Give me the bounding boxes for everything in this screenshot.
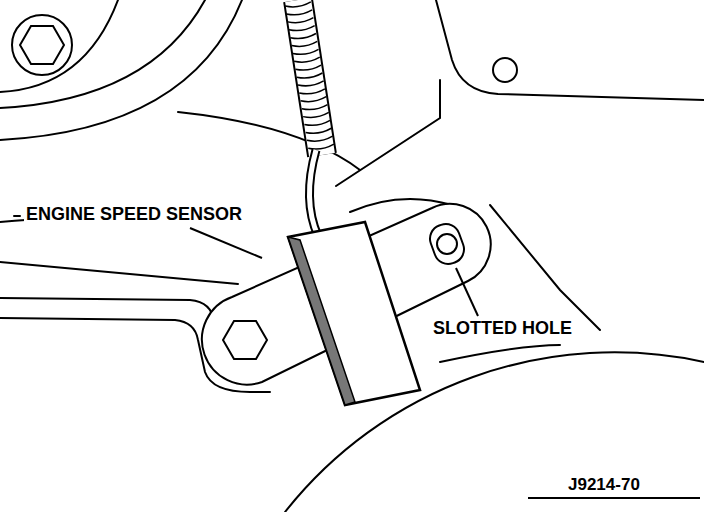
cable-coil — [292, 41, 318, 46]
engine-speed-sensor — [288, 222, 420, 405]
cable-coil — [302, 105, 328, 110]
wire-outline — [309, 150, 318, 236]
cable-coil — [293, 49, 319, 54]
leader-lines — [190, 228, 700, 498]
wheel-line — [440, 345, 560, 362]
figure-number: J9214-70 — [566, 475, 642, 495]
wire-fill — [309, 150, 318, 236]
housing-line — [436, 0, 704, 100]
cable-coil — [285, 2, 311, 7]
pulley-arc — [0, 0, 118, 92]
bolt-head — [20, 26, 64, 64]
leader-line — [456, 268, 478, 316]
cable-coil — [295, 65, 321, 70]
cable-coil — [288, 18, 314, 23]
cable-coil — [304, 120, 330, 125]
cable-coil — [307, 136, 333, 141]
slot-bolt — [437, 234, 457, 254]
cable-coil — [301, 97, 327, 102]
slotted-hole-bolt — [426, 220, 468, 268]
cable-coil — [289, 26, 315, 31]
part-label: SLOTTED HOLE — [431, 318, 574, 339]
bracket-bolt — [223, 321, 267, 359]
mount-hole — [493, 58, 517, 82]
leader-line — [190, 228, 262, 258]
leader-dash — [14, 215, 20, 217]
bolt-washer — [12, 15, 72, 75]
pulley-bolt — [12, 15, 72, 75]
pulley-arc — [0, 0, 242, 140]
cable-coil — [294, 57, 320, 62]
pulley-arc — [0, 0, 205, 108]
housing-line — [336, 80, 440, 186]
cable-coil — [303, 112, 329, 117]
part-label: ENGINE SPEED SENSOR — [24, 204, 244, 225]
sensor-side — [288, 237, 355, 405]
cable-coil — [308, 144, 334, 149]
sensor-wire — [309, 150, 318, 236]
figure-rule — [528, 497, 700, 499]
housing-line — [490, 205, 600, 330]
cable-sheath — [285, 0, 334, 155]
housing-line — [0, 262, 238, 284]
cable-coil — [299, 89, 325, 94]
cable-coil — [298, 81, 324, 86]
sensor-body — [288, 222, 420, 405]
cable-coil — [297, 73, 323, 78]
cable-coil — [290, 34, 316, 39]
cable-coil — [306, 128, 332, 133]
cable-coil — [286, 10, 312, 15]
slot — [426, 220, 468, 268]
